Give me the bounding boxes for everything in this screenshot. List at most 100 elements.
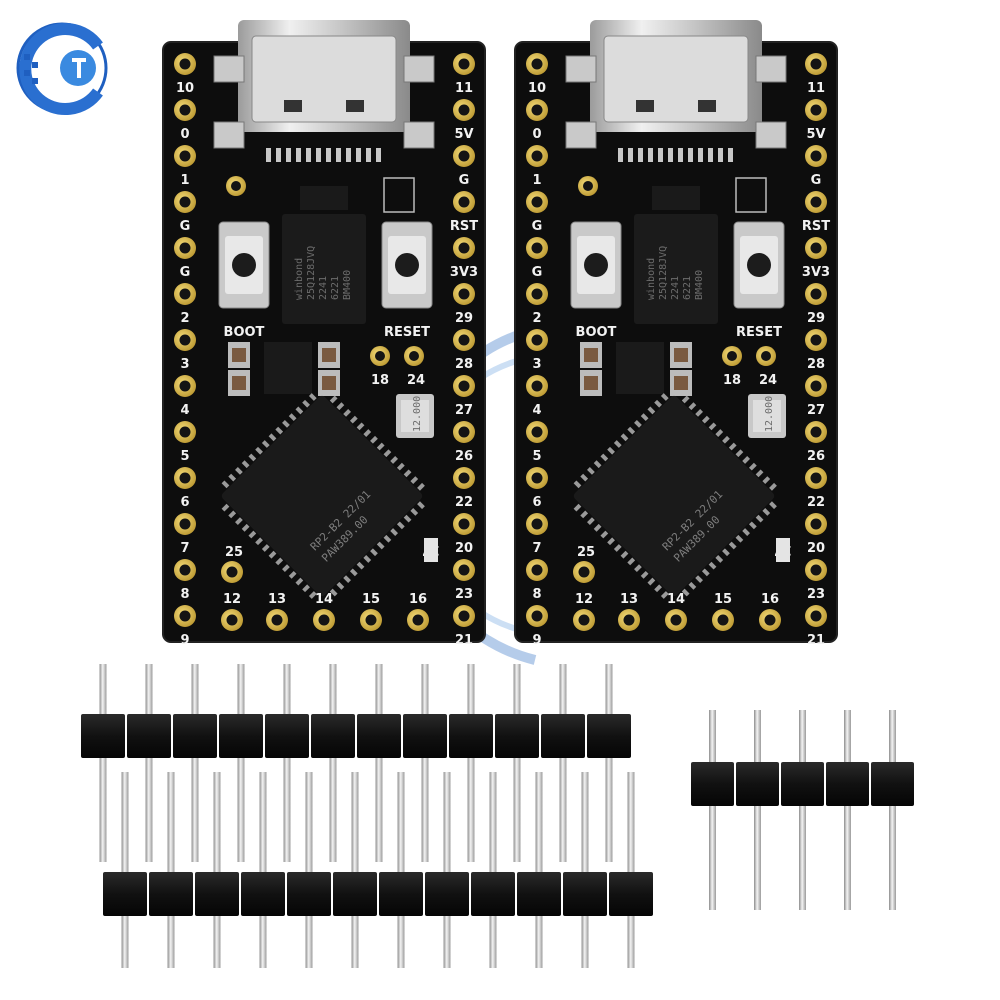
pad-hole (531, 196, 543, 208)
usb-contact (356, 148, 361, 162)
pad-hole (717, 614, 729, 626)
smd-cap-core (322, 348, 336, 362)
mcu-pin (735, 534, 744, 543)
button-label: RESET (736, 325, 782, 340)
pad-hole (179, 380, 191, 392)
usb-tab (213, 121, 245, 149)
pad-hole (531, 334, 543, 346)
pin-label-left: 8 (180, 587, 189, 602)
bottom-pin-label: 12 (223, 592, 241, 607)
usb-tab (755, 121, 787, 149)
pad-hole (810, 380, 822, 392)
ldo-chip (652, 186, 700, 210)
bottom-pin-label: 14 (667, 592, 685, 607)
mcu-pin (376, 541, 385, 550)
pin-label-left: 6 (180, 495, 189, 510)
header-block (826, 762, 869, 806)
mcu-pin (308, 591, 317, 599)
mcu-pin (647, 577, 656, 586)
pad-hole (458, 610, 470, 622)
pin-label-left: 7 (532, 541, 541, 556)
mcu-pin (722, 435, 730, 444)
crystal-marking: 12.000 (412, 396, 423, 432)
mcu-pin (587, 517, 595, 525)
pad-hole (179, 518, 191, 530)
pad-hole (727, 351, 737, 361)
usb-contact (648, 148, 653, 162)
mcu-pin (742, 528, 751, 536)
usb-contact (366, 148, 371, 162)
flash-marking: 2241 (318, 276, 329, 300)
mcu-pin (383, 449, 392, 458)
bottom-pin-label: 15 (362, 592, 380, 607)
short-pin-header (691, 710, 914, 910)
mcu-pin (701, 415, 710, 424)
pin-label-left: G (532, 265, 543, 280)
pad-hole (179, 104, 191, 116)
mcu-pin (349, 415, 358, 424)
pad-hole (179, 426, 191, 438)
mcu-pin (349, 568, 358, 577)
mcu-pin (221, 480, 230, 489)
header-pin (99, 664, 107, 862)
mcu-pin (681, 395, 690, 404)
mcu-pin (376, 442, 385, 451)
header-block (357, 714, 401, 758)
usb-contact (618, 148, 623, 162)
mcu-pin (580, 473, 589, 482)
mcu-pin (647, 406, 656, 415)
pin-label-right: 28 (807, 357, 825, 372)
mcu-pin (620, 550, 629, 559)
pin-label-left: 8 (532, 587, 541, 602)
header-block (173, 714, 217, 758)
header-pin (535, 772, 543, 968)
mcu-pin (343, 409, 351, 417)
mcu-pin (708, 422, 717, 431)
mcu-pin (695, 575, 703, 583)
header-pin (443, 772, 451, 968)
usb-contact (376, 148, 381, 162)
usb-hole (698, 100, 716, 112)
usb-tab (403, 121, 435, 149)
mcu-pin (620, 433, 629, 442)
pin-label-right: 20 (807, 541, 825, 556)
mcu-pin (410, 476, 419, 484)
pin-label-right: 20 (455, 541, 473, 556)
header-pin (467, 664, 475, 862)
status-led (424, 538, 438, 562)
flash-marking: winbond (294, 258, 305, 300)
mcu-pin (688, 581, 697, 590)
usb-tab (755, 55, 787, 83)
header-block (471, 872, 515, 916)
pin-label-right: 26 (455, 449, 473, 464)
usb-tab (565, 55, 597, 83)
pad-hole (810, 472, 822, 484)
mcu-pin (241, 460, 250, 469)
mcu-pin (370, 435, 378, 444)
ldo-chip (300, 186, 348, 210)
header-pin (627, 772, 635, 968)
mcu-pin (660, 393, 669, 401)
smd-cap-core (674, 348, 688, 362)
pad-hole (458, 196, 470, 208)
header-pin (844, 710, 851, 910)
usb-contact (678, 148, 683, 162)
pad-hole (458, 58, 470, 70)
mcu-pin (755, 514, 764, 523)
mcu-pin (308, 393, 317, 401)
mcu-pin (587, 467, 595, 475)
pad-hole (810, 518, 822, 530)
smd-cap-core (232, 348, 246, 362)
pad-hole (179, 196, 191, 208)
pin-label-left: 6 (532, 495, 541, 510)
pad-hole (458, 380, 470, 392)
mcu-pin (261, 544, 270, 552)
mcu-pin (417, 482, 425, 491)
pin-label-right: 23 (807, 587, 825, 602)
pad-hole (623, 614, 635, 626)
pin-label-right: 27 (807, 403, 825, 418)
inner-pin-label: 18 (723, 373, 741, 388)
button-label: BOOT (576, 325, 617, 340)
mcu-pin (403, 514, 412, 523)
